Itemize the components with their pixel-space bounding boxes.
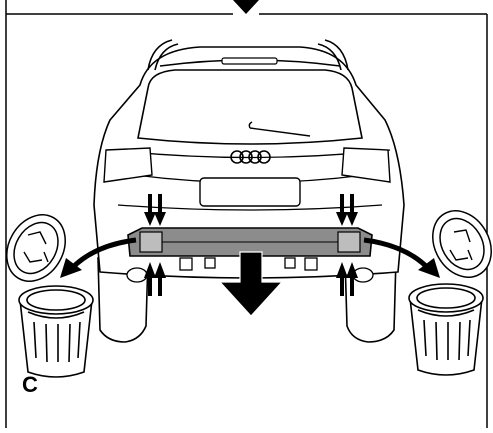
third-brake-light — [221, 57, 278, 65]
underbody-parts — [126, 257, 374, 283]
recycling-symbol-left — [6, 214, 66, 282]
license-plate-recess — [199, 177, 301, 207]
removal-arrow — [218, 251, 284, 317]
fastener-arrows-upper — [144, 194, 358, 226]
tail-lights — [103, 147, 391, 183]
fastener-arrows-lower — [144, 262, 358, 296]
four-rings-logo — [230, 150, 271, 164]
waste-bin-right — [408, 283, 484, 376]
recycling-symbol-right — [432, 210, 492, 278]
rear-window — [137, 69, 363, 145]
waste-bin-left — [18, 285, 94, 378]
arrow-down-top — [233, 0, 259, 14]
rear-wiper — [248, 121, 311, 137]
bumper-carrier — [127, 227, 373, 257]
figure-border — [5, 0, 488, 428]
panel-label: C — [22, 372, 38, 397]
discard-arrows — [60, 237, 440, 278]
